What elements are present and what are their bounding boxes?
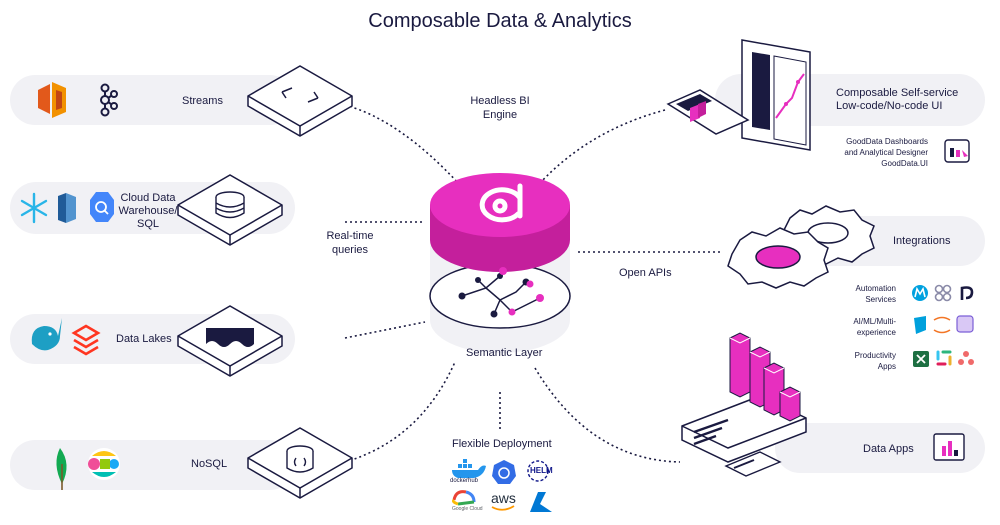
realtime-label: Real-time queries (320, 229, 380, 257)
aiml-line-2: experience (856, 328, 896, 337)
dashboards-label: GoodData Dashboards and Analytical Desig… (820, 136, 928, 169)
dashboard-illustration (741, 39, 811, 151)
helm-icon (527, 460, 549, 482)
productivity-line-2: Apps (877, 362, 896, 371)
open-apis-label: Open APIs (619, 267, 672, 279)
cloud-dw-line-1: Cloud Data (120, 192, 176, 204)
nosql-connector (344, 361, 456, 463)
automation-line-2: Services (865, 295, 896, 304)
data-lakes-connector (344, 321, 426, 339)
data-apps-bar-chart (729, 332, 801, 422)
jupyter-icon (933, 316, 951, 334)
gooddata-ui-icon (944, 139, 970, 163)
streams-label: Streams (182, 95, 223, 107)
lake-icon (206, 328, 254, 347)
pipedream-icon (960, 286, 974, 300)
database-icon (215, 191, 245, 219)
automation-label: Automation Services (836, 283, 896, 305)
headless-bi-label: Headless BI Engine (460, 94, 540, 122)
integrations-label: Integrations (893, 235, 951, 247)
realtime-line-1: Real-time (326, 230, 374, 242)
workato-icon (934, 284, 952, 302)
realtime-line-2: queries (331, 244, 369, 256)
data-apps-label: Data Apps (863, 443, 914, 455)
snowflake-icon (20, 192, 48, 224)
gooddata-ui-line: GoodData.UI (881, 159, 928, 168)
dockerhub-text: dockerhub (450, 478, 479, 484)
tableau-ai-icon (914, 316, 926, 334)
page-title: Composable Data & Analytics (368, 10, 632, 32)
semantic-network-icon (461, 275, 541, 315)
self-service-label: Composable Self-service Low-code/No-code… (836, 87, 958, 113)
aws-kinesis-icon (38, 82, 66, 118)
cloud-dw-line-3: SQL (136, 218, 159, 230)
nosql-panel (10, 440, 295, 490)
narwhal-icon (31, 318, 62, 351)
excel-icon (913, 351, 929, 367)
dashboards-line-2: and Analytical Designer (844, 148, 928, 157)
asana-icon (958, 351, 974, 365)
self-service-connector (539, 109, 666, 184)
nosql-database-icon (286, 445, 314, 473)
elastic-icon (88, 448, 120, 480)
google-cloud-icon (452, 490, 476, 506)
nosql-label: NoSQL (191, 458, 228, 470)
phone-illustration (666, 89, 750, 135)
data-apps-icon (933, 433, 965, 461)
mongodb-icon (56, 448, 67, 490)
headless-bi-line-1: Headless BI (470, 95, 530, 107)
slack-icon (936, 350, 952, 366)
cloud-dw-line-2: Warehouse/ (118, 205, 178, 217)
helm-text: HELM (530, 466, 553, 475)
dashboards-line-1: GoodData Dashboards (846, 137, 928, 146)
azure-icon (530, 492, 552, 512)
data-apps-panel (775, 423, 985, 473)
data-apps-connector (534, 367, 681, 463)
headless-bi-line-2: Engine (482, 109, 518, 121)
redshift-icon (58, 193, 76, 223)
flexible-deployment-label: Flexible Deployment (452, 438, 552, 450)
bigquery-icon (90, 192, 114, 222)
ai-app-icon (956, 315, 974, 333)
docker-icon (452, 459, 486, 478)
google-cloud-text: Google Cloud (452, 506, 483, 512)
gears-illustration (727, 205, 875, 289)
streams-arrows-icon (281, 87, 319, 103)
semantic-nodes (458, 267, 544, 318)
streams-panel (10, 75, 295, 125)
mulesoft-icon (912, 285, 928, 301)
aiml-label: AI/ML/Multi- experience (836, 316, 896, 338)
databricks-icon (71, 324, 101, 356)
aiml-line-1: AI/ML/Multi- (853, 317, 896, 326)
productivity-line-1: Productivity (854, 351, 896, 360)
gooddata-logo-icon (479, 183, 523, 223)
productivity-label: Productivity Apps (836, 350, 896, 372)
self-service-line-2: Low-code/No-code UI (836, 100, 943, 112)
cloud-dw-label: Cloud Data Warehouse/ SQL (118, 192, 178, 231)
data-lakes-label: Data Lakes (116, 333, 172, 345)
automation-line-1: Automation (855, 284, 896, 293)
self-service-line-1: Composable Self-service (836, 87, 959, 99)
aws-text: aws (491, 490, 516, 506)
semantic-layer-label: Semantic Layer (466, 347, 543, 359)
kafka-icon (100, 83, 118, 117)
connector-lines (344, 104, 720, 463)
streams-tile (247, 65, 353, 137)
amazon-smile-icon (491, 505, 515, 511)
streams-connector (344, 104, 461, 186)
kubernetes-icon (492, 460, 516, 484)
